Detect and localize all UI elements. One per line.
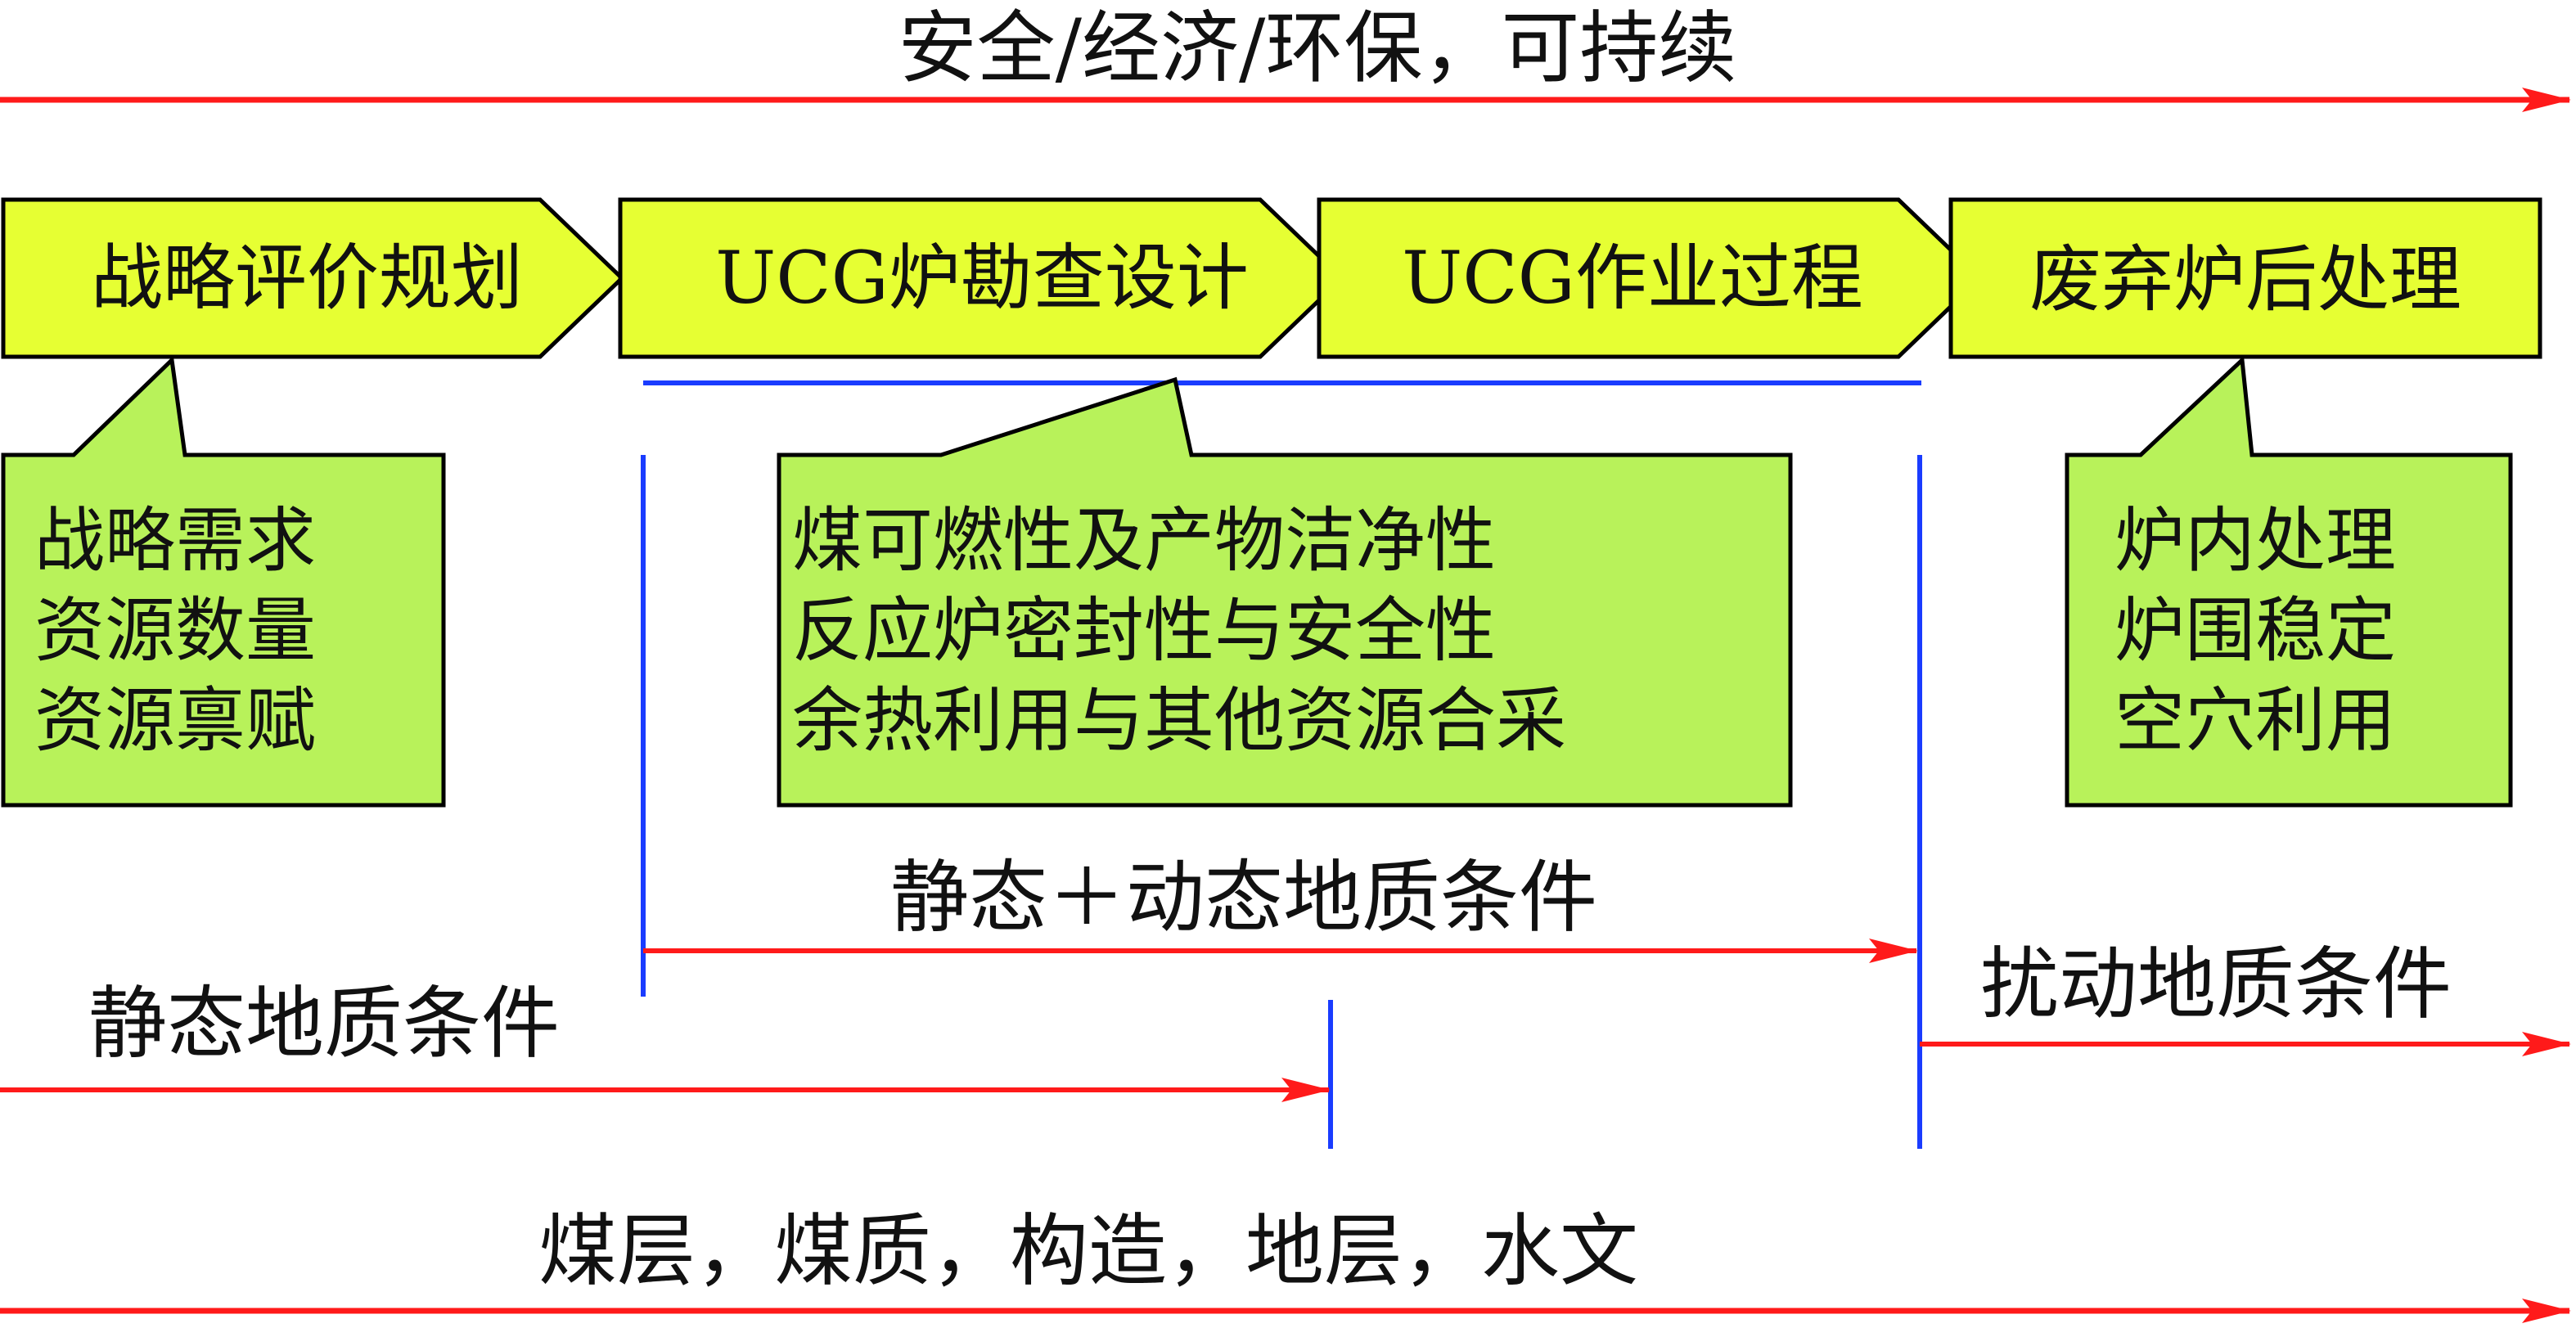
callout-abandoned: 炉内处理 炉围稳定 空穴利用 [2065,355,2513,808]
static-dynamic-label: 静态＋动态地质条件 [890,852,1597,943]
callout-process: 煤可燃性及产物洁净性 反应炉密封性与安全性 余热利用与其他资源合采 [777,376,1793,808]
bottom-banner-label: 煤层，煤质，构造，地层，水文 [538,1205,1638,1297]
callout-line: 余热利用与其他资源合采 [792,680,1566,762]
callout-line: 炉围稳定 [2114,590,2396,672]
stage-label: UCG炉勘查设计 [715,236,1249,320]
disturbed-label: 扰动地质条件 [1980,939,2452,1030]
callout-line: 反应炉密封性与安全性 [792,590,1496,672]
callout-line: 资源数量 [34,590,316,672]
stage-label: 废弃炉后处理 [2029,237,2461,322]
stage-label: 战略评价规划 [91,236,523,320]
stage-strategy-planning: 战略评价规划 [1,197,625,359]
stage-ucg-survey-design: UCG炉勘查设计 [618,197,1345,359]
callout-line: 炉内处理 [2114,500,2396,582]
stage-label: UCG作业过程 [1402,236,1863,320]
callout-strategy: 战略需求 资源数量 资源禀赋 [1,355,446,808]
top-banner-label: 安全/经济/环保，可持续 [898,2,1737,94]
callout-line: 战略需求 [34,500,316,582]
stage-ucg-operation: UCG作业过程 [1317,197,1984,359]
callout-line: 煤可燃性及产物洁净性 [792,500,1496,582]
callout-line: 空穴利用 [2114,680,2396,762]
static-label: 静态地质条件 [88,978,560,1069]
stage-abandoned-treatment: 废弃炉后处理 [1948,197,2542,359]
callout-line: 资源禀赋 [34,680,316,762]
